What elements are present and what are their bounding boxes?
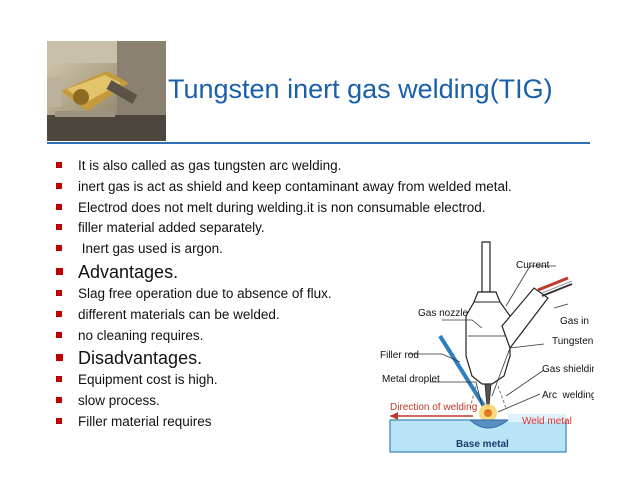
bullet-text: Filler material requires xyxy=(78,413,212,429)
bullet-text: inert gas is act as shield and keep cont… xyxy=(78,178,512,194)
slide-title: Tungsten inert gas welding(TIG) xyxy=(168,74,553,104)
bullet-text: different materials can be welded. xyxy=(78,306,280,322)
cable-tube xyxy=(481,241,491,293)
bullet-item: inert gas is act as shield and keep cont… xyxy=(56,178,512,199)
bullet-item: Filler material requires xyxy=(56,413,512,434)
tungsten-electrode xyxy=(484,383,492,407)
label-base-metal: Base metal xyxy=(456,439,509,450)
tig-diagram-svg: Current Gas nozzle Gas in Tungsten Fille… xyxy=(380,241,603,453)
red-square-bullet-icon xyxy=(56,376,62,383)
bullet-item: no cleaning requires. xyxy=(56,327,512,348)
bullet-text: Disadvantages. xyxy=(78,348,203,369)
label-metal-droplet: Metal droplet xyxy=(382,374,440,385)
label-current: Current xyxy=(516,260,550,271)
red-square-bullet-icon xyxy=(56,224,62,231)
red-square-bullet-icon xyxy=(56,203,62,210)
tig-welding-diagram: Current Gas nozzle Gas in Tungsten Fille… xyxy=(378,236,603,458)
red-square-bullet-icon xyxy=(56,162,62,168)
advantages-heading: Advantages. xyxy=(56,261,512,285)
tig-torch-photo xyxy=(47,41,166,141)
red-square-bullet-icon xyxy=(56,354,63,362)
weld-pool xyxy=(468,419,510,429)
label-gas-in: Gas in xyxy=(560,316,589,327)
title-divider xyxy=(47,142,590,144)
label-direction: Direction of welding xyxy=(390,402,477,413)
bullet-item: different materials can be welded. xyxy=(56,306,512,327)
red-square-bullet-icon xyxy=(56,289,62,296)
bullet-text: Equipment cost is high. xyxy=(78,372,218,388)
filler-rod xyxy=(438,334,486,408)
current-cable xyxy=(537,276,569,292)
bullet-text: Electrod does not melt during welding.it… xyxy=(78,199,486,215)
label-arc-welding: Arc welding xyxy=(542,390,594,401)
label-weld-metal: Weld metal xyxy=(522,416,572,427)
bullet-text: no cleaning requires. xyxy=(78,327,204,343)
bullet-item: slow process. xyxy=(56,392,512,413)
tig-torch-photo-image xyxy=(47,41,166,141)
label-gas-shielding: Gas shielding xyxy=(542,364,594,375)
bullet-text: Inert gas used is argon. xyxy=(78,241,223,257)
gas-inlet-arm xyxy=(501,287,549,350)
bullet-item: filler material added separately. xyxy=(56,219,512,240)
bullet-text: slow process. xyxy=(78,393,160,409)
label-tungsten: Tungsten xyxy=(552,336,593,347)
bullet-item: Slag free operation due to absence of fl… xyxy=(56,285,512,306)
red-square-bullet-icon xyxy=(56,245,62,252)
bullet-item: Inert gas used is argon. xyxy=(56,240,512,261)
bullet-item: Electrod does not melt during welding.it… xyxy=(56,199,512,220)
disadvantages-heading: Disadvantages. xyxy=(56,347,512,371)
red-square-bullet-icon xyxy=(56,397,62,404)
bullet-text: Advantages. xyxy=(78,261,179,282)
bullet-item: It is also called as gas tungsten arc we… xyxy=(56,157,512,178)
red-square-bullet-icon xyxy=(56,331,62,338)
label-filler-rod: Filler rod xyxy=(380,350,419,361)
gas-nozzle-body xyxy=(465,291,511,385)
red-square-bullet-icon xyxy=(56,267,63,275)
red-square-bullet-icon xyxy=(56,182,62,189)
bullet-text: It is also called as gas tungsten arc we… xyxy=(78,158,342,173)
bullet-list: It is also called as gas tungsten arc we… xyxy=(56,157,512,434)
label-gas-nozzle: Gas nozzle xyxy=(418,308,468,319)
bullet-text: filler material added separately. xyxy=(78,220,265,236)
red-square-bullet-icon xyxy=(56,417,62,424)
bullet-item: Equipment cost is high. xyxy=(56,371,512,392)
bullet-text: Slag free operation due to absence of fl… xyxy=(78,285,332,301)
red-square-bullet-icon xyxy=(56,310,62,317)
